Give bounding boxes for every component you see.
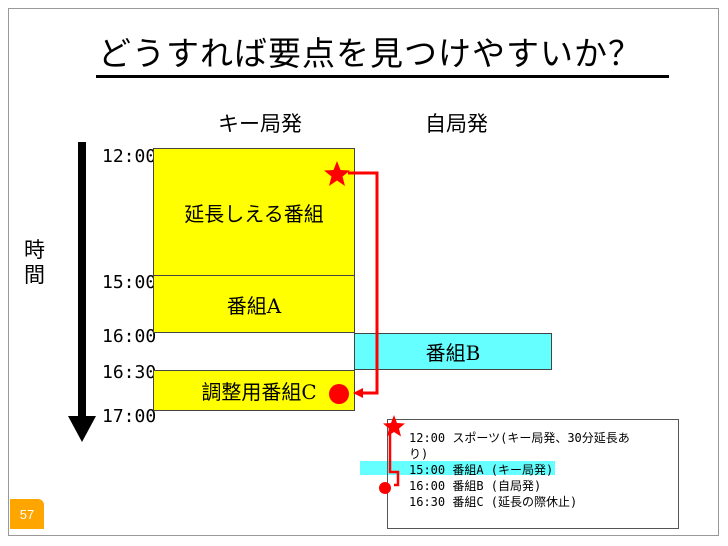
extension-connector xyxy=(348,171,379,398)
program-label-extendable: 延長しえる番組 xyxy=(184,201,324,226)
program-label-b: 番組B xyxy=(425,341,481,365)
title-underline xyxy=(96,75,669,78)
legend-item-5: 16:30 番組C (延長の際休止) xyxy=(409,495,578,509)
time-label-1500: 15:00 xyxy=(102,272,157,293)
time-label-1200: 12:00 xyxy=(102,146,157,167)
program-label-c: 調整用番組C xyxy=(201,380,317,404)
legend-highlight xyxy=(360,461,555,475)
page-number-badge: 57 xyxy=(10,499,44,529)
legend-star-icon xyxy=(383,415,405,437)
column-header-key-station: キー局発 xyxy=(218,112,302,136)
program-block-a: 番組A xyxy=(153,275,355,333)
program-block-b: 番組B xyxy=(354,333,552,370)
program-block-c: 調整用番組C xyxy=(153,370,355,411)
legend-item-1: 12:00 スポーツ(キー局発、30分延長あ xyxy=(409,431,630,445)
legend-item-4: 16:00 番組B (自局発) xyxy=(409,479,542,493)
time-label-1600: 16:00 xyxy=(102,326,157,347)
legend-item-2: り) xyxy=(409,447,429,461)
program-label-a: 番組A xyxy=(226,293,282,318)
time-label-1630: 16:30 xyxy=(102,362,157,383)
program-block-extendable: 延長しえる番組 xyxy=(153,148,355,276)
legend-circle-icon xyxy=(379,482,391,494)
star-icon xyxy=(324,161,350,186)
time-axis-label: 時間 xyxy=(24,238,45,287)
legend-connector xyxy=(388,428,400,487)
page-number: 57 xyxy=(19,506,35,522)
slide-title: どうすれば要点を見つけやすいか？ xyxy=(98,34,642,73)
arrow-down-icon xyxy=(68,142,96,442)
time-label-1700: 17:00 xyxy=(102,406,157,427)
circle-icon xyxy=(329,384,349,404)
legend-box xyxy=(387,419,679,529)
slide-frame xyxy=(8,8,719,536)
column-header-local-station: 自局発 xyxy=(425,112,488,136)
legend-item-3: 15:00 番組A (キー局発) xyxy=(409,463,554,477)
